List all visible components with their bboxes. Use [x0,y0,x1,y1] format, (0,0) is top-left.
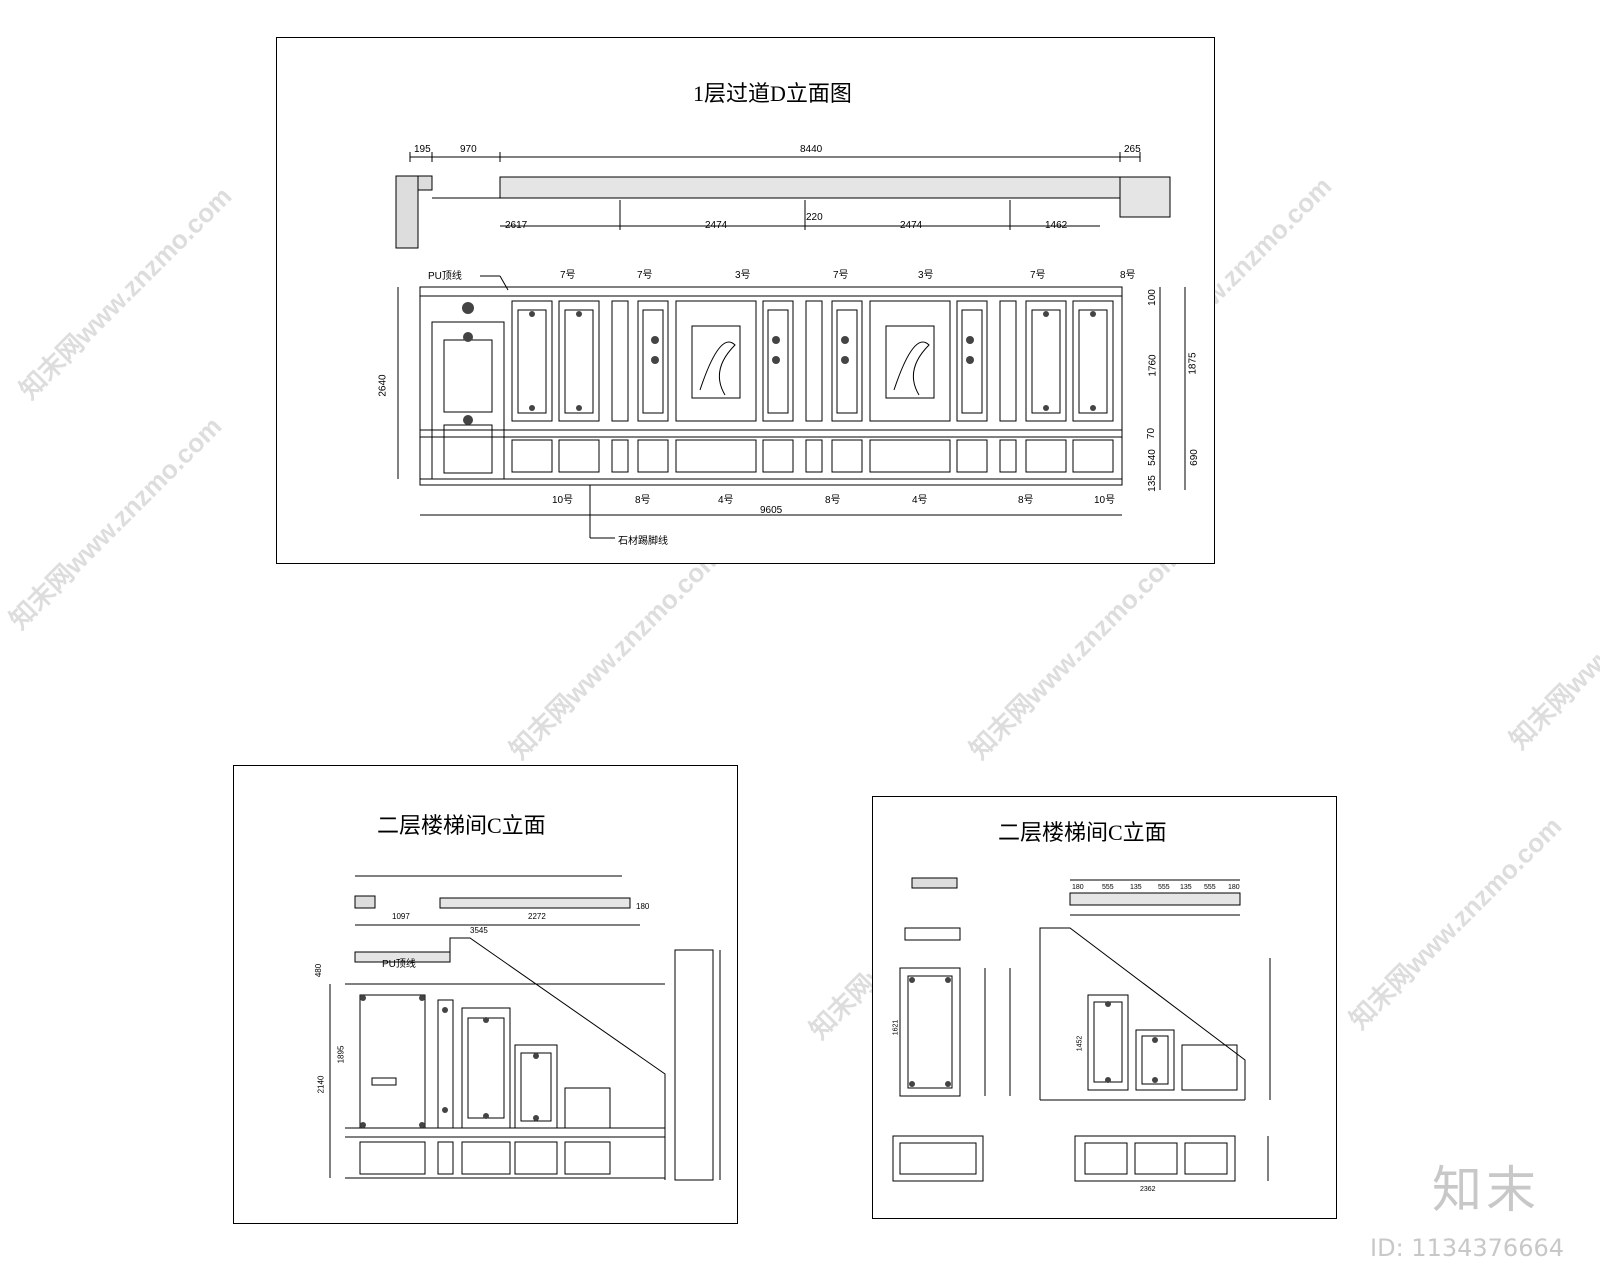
callout-label: 7号 [560,270,576,281]
dim-label: 135 [1146,475,1158,492]
callout-label: 4号 [912,495,928,506]
stair-left-sheet: 二层楼梯间C立面 [233,765,738,1224]
callout-label: 8号 [1120,270,1136,281]
callout-label: 7号 [637,270,653,281]
stair-left-title: 二层楼梯间C立面 [377,813,546,838]
dim-label: 8440 [800,144,823,155]
callout-label: 7号 [1030,270,1046,281]
callout-label: 3号 [918,270,934,281]
dim-label: 2140 [316,1075,326,1094]
callout-label: 3号 [735,270,751,281]
stair-right-title: 二层楼梯间C立面 [998,820,1167,845]
watermark: 知末网www.znzmo.com [3,410,228,635]
dim-label: 1875 [1187,352,1199,375]
dim-label: 555 [1204,884,1216,891]
callout-label: 10号 [552,495,574,506]
callout-label: 10号 [1094,495,1116,506]
dim-label: 70 [1146,427,1158,440]
dim-label: 265 [1124,144,1141,155]
dim-label: 1621 [892,1019,900,1036]
watermark: 知末网www.znzmo.com [503,540,728,765]
dim-label: 690 [1188,449,1200,466]
dim-label: 9605 [760,505,783,516]
dim-label: 2272 [528,912,546,921]
dim-label: 135 [1130,884,1142,891]
dim-label: 1452 [1076,1035,1084,1052]
dim-label: 180 [1228,884,1240,891]
dim-label: 195 [414,144,431,155]
callout-label: 7号 [833,270,849,281]
dim-label: 1760 [1147,354,1159,377]
dim-label: 540 [1146,449,1158,466]
dim-label: 3545 [470,926,488,935]
dim-label: 180 [1072,884,1084,891]
dim-label: 2362 [1140,1186,1156,1193]
dim-label: 1462 [1045,220,1068,231]
callout-label: 8号 [825,495,841,506]
callout-label: 石材踢脚线 [618,536,668,547]
dim-label: 2617 [505,220,528,231]
callout-label: PU顶线 [382,959,416,970]
corridor-sheet: 1层过道D立面图 [276,37,1215,564]
callout-label: PU顶线 [428,271,462,282]
corridor-title: 1层过道D立面图 [693,81,852,106]
stair-right-sheet: 二层楼梯间C立面 [872,796,1337,1219]
dim-label: 100 [1146,289,1158,306]
dim-label: 480 [314,963,324,978]
dim-label: 555 [1102,884,1114,891]
watermark: 知末网www.znzmo.com [13,180,238,405]
brand-id: ID: 1134376664 [1370,1234,1564,1262]
dim-label: 555 [1158,884,1170,891]
callout-label: 8号 [1018,495,1034,506]
watermark: 知末网www.znzmo.com [963,540,1188,765]
dim-label: 970 [460,144,477,155]
dim-label: 135 [1180,884,1192,891]
callout-label: 4号 [718,495,734,506]
dim-label: 1097 [392,912,410,921]
dim-label: 2640 [377,374,389,397]
dim-label: 180 [636,902,650,911]
dim-label: 2474 [705,220,728,231]
watermark: 知末网www.znzmo.com [1343,810,1568,1035]
dim-label: 220 [806,212,823,223]
dim-label: 2474 [900,220,923,231]
dim-label: 1895 [336,1045,346,1064]
brand-logo: 知末 [1432,1161,1540,1219]
watermark: 知末网www.znzmo.com [1503,530,1600,755]
callout-label: 8号 [635,495,651,506]
